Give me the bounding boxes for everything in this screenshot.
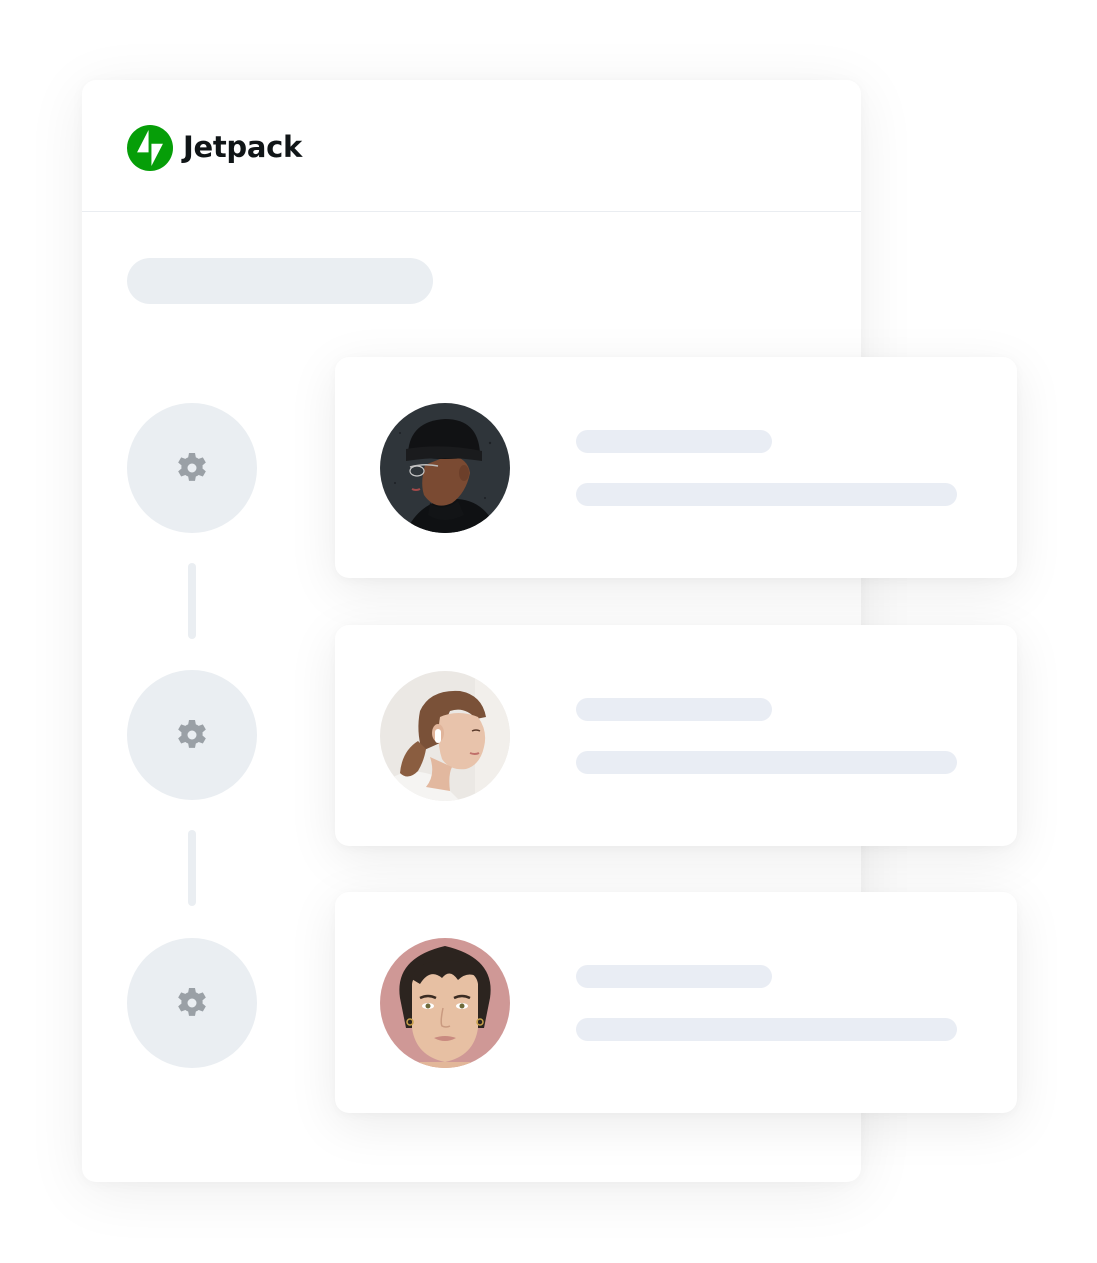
avatar-image [380, 938, 510, 1068]
gear-icon [178, 453, 206, 481]
avatar-woman-bangs [380, 938, 510, 1068]
detail-placeholder [576, 751, 957, 774]
jetpack-bolt-icon [127, 125, 173, 171]
step-connector-1 [188, 563, 196, 639]
name-placeholder [576, 698, 772, 721]
avatar-man-beanie [380, 403, 510, 533]
person-card-3[interactable] [335, 892, 1017, 1113]
detail-placeholder [576, 1018, 957, 1041]
avatar-woman-ponytail [380, 671, 510, 801]
name-placeholder [576, 430, 772, 453]
step-1-circle[interactable] [127, 403, 257, 533]
step-connector-2 [188, 830, 196, 906]
person-card-2[interactable] [335, 625, 1017, 846]
panel-header: Jetpack [82, 80, 861, 212]
brand-name: Jetpack [183, 130, 303, 164]
step-2-circle[interactable] [127, 670, 257, 800]
avatar-image [380, 403, 510, 533]
title-placeholder [127, 258, 433, 304]
gear-icon [178, 988, 206, 1016]
name-placeholder [576, 965, 772, 988]
avatar-image [380, 671, 510, 801]
person-card-1[interactable] [335, 357, 1017, 578]
jetpack-logo[interactable]: Jetpack [127, 125, 302, 171]
gear-icon [178, 720, 206, 748]
step-3-circle[interactable] [127, 938, 257, 1068]
detail-placeholder [576, 483, 957, 506]
